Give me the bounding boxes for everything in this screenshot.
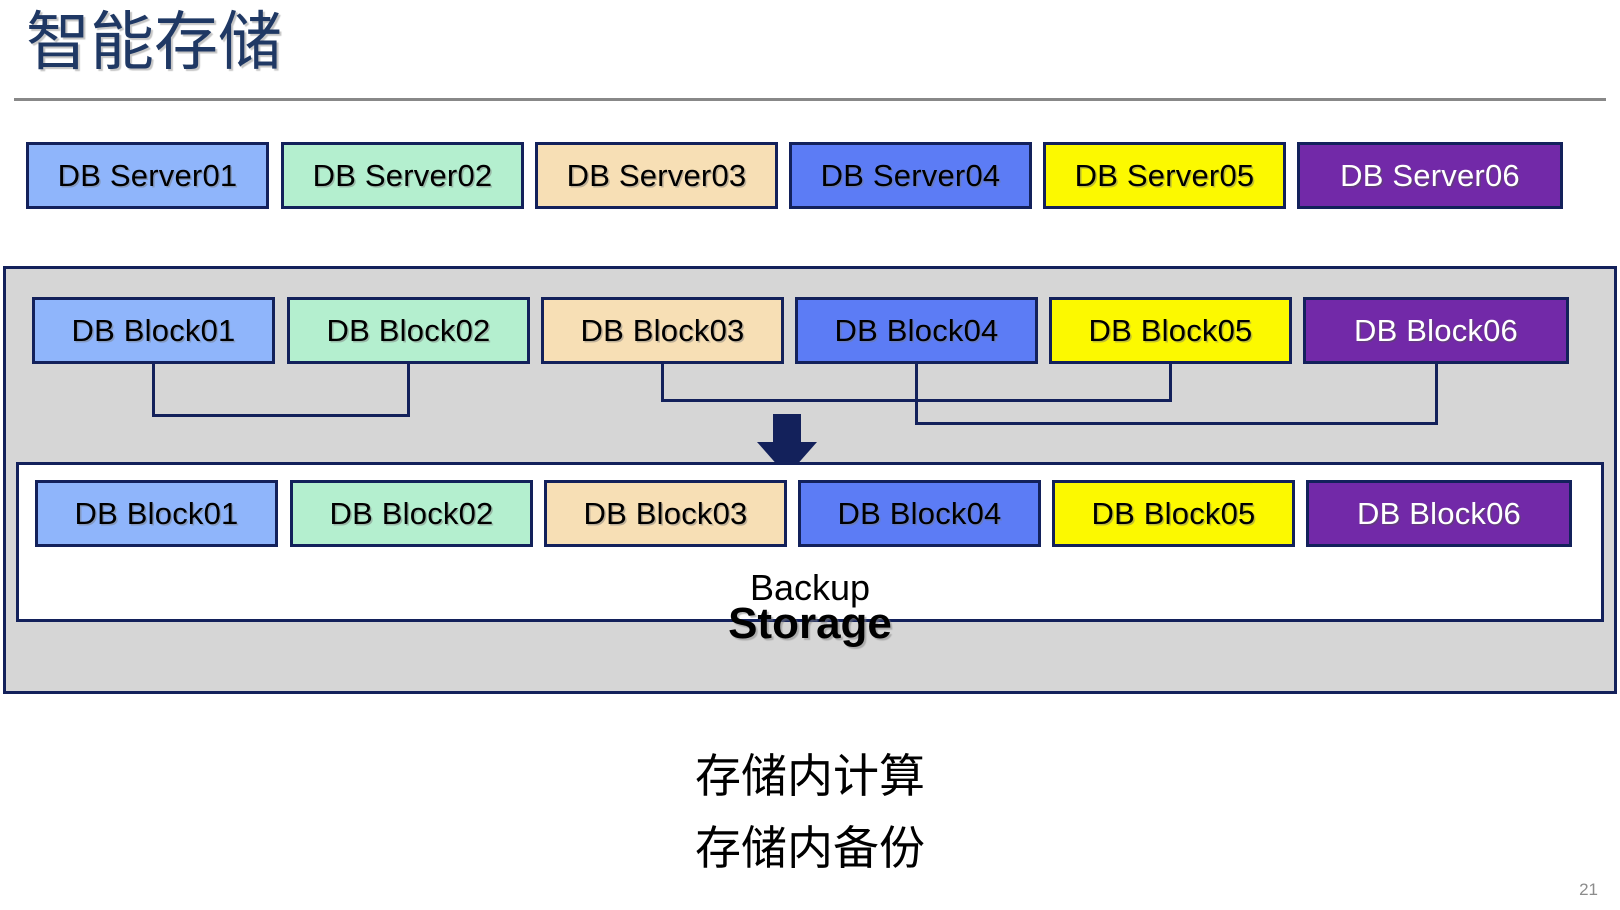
page-title: 智能存储 xyxy=(26,6,282,78)
backup-db-block-box-3[interactable]: DB Block03 xyxy=(544,480,787,547)
db-block-box-2[interactable]: DB Block02 xyxy=(287,297,530,364)
db-server-box-1[interactable]: DB Server01 xyxy=(26,142,269,209)
storage-label: Storage xyxy=(728,599,892,648)
arrow-shaft xyxy=(773,414,801,444)
db-server-box-3[interactable]: DB Server03 xyxy=(535,142,778,209)
backup-db-block-box-6[interactable]: DB Block06 xyxy=(1306,480,1572,547)
backup-db-block-box-1[interactable]: DB Block01 xyxy=(35,480,278,547)
db-block-box-4[interactable]: DB Block04 xyxy=(795,297,1038,364)
connector-horizontal-3 xyxy=(915,422,1438,425)
connector-vertical-2-1 xyxy=(661,364,664,399)
title-divider xyxy=(14,98,1606,101)
db-server-box-2[interactable]: DB Server02 xyxy=(281,142,524,209)
page-number: 21 xyxy=(1579,880,1598,899)
backup-db-block-box-2[interactable]: DB Block02 xyxy=(290,480,533,547)
backup-label: Backup xyxy=(749,567,871,608)
backup-db-block-box-4[interactable]: DB Block04 xyxy=(798,480,1041,547)
db-block-box-3[interactable]: DB Block03 xyxy=(541,297,784,364)
db-block-box-1[interactable]: DB Block01 xyxy=(32,297,275,364)
backup-db-block-box-5[interactable]: DB Block05 xyxy=(1052,480,1295,547)
connector-vertical-1-1 xyxy=(152,364,155,414)
connector-vertical-2-2 xyxy=(1169,364,1172,399)
caption-line-1: 存储内计算 xyxy=(695,750,925,802)
connector-horizontal-1 xyxy=(152,414,410,417)
connector-vertical-3-2 xyxy=(1434,364,1438,422)
caption-line-2: 存储内备份 xyxy=(695,822,925,874)
connector-vertical-3-1 xyxy=(915,364,918,422)
db-block-box-5[interactable]: DB Block05 xyxy=(1049,297,1292,364)
db-server-box-6[interactable]: DB Server06 xyxy=(1297,142,1563,209)
db-server-box-4[interactable]: DB Server04 xyxy=(789,142,1032,209)
db-server-box-5[interactable]: DB Server05 xyxy=(1043,142,1286,209)
connector-vertical-1-2 xyxy=(407,364,410,414)
db-block-box-6[interactable]: DB Block06 xyxy=(1303,297,1569,364)
